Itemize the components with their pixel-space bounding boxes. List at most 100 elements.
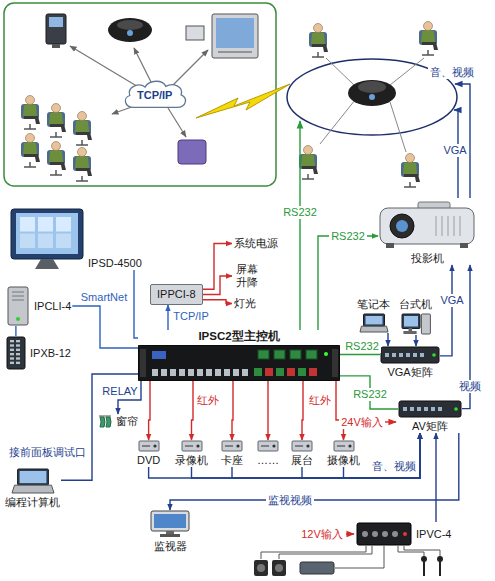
screen-icon-part (154, 514, 186, 528)
matrix-icon-part (420, 353, 424, 357)
matrix-icon-part (424, 407, 428, 411)
remote-meeting-ellipse-part (299, 146, 318, 180)
remote-meeting-ellipse-part (369, 94, 375, 100)
matrix-icon (398, 400, 462, 418)
conference-camera-icon (108, 18, 152, 42)
annotation: VGA (441, 144, 468, 157)
vc-icon (356, 522, 412, 546)
remote-meeting-ellipse-part-part (390, 102, 406, 152)
remote-meeting-ellipse-part (320, 58, 424, 152)
remote-meeting-ellipse (287, 22, 457, 188)
connector (232, 433, 420, 478)
conference-peripherals-part (275, 564, 283, 572)
matrix-icon-part (410, 407, 414, 411)
connector-label: 红外 (195, 394, 221, 407)
conference-peripherals-part (272, 560, 286, 576)
desktop-icon-part (421, 314, 430, 334)
node-label: DVD (136, 454, 161, 467)
av-source: 摄像机 (326, 440, 361, 467)
remote-terminal-icon-part (52, 44, 60, 48)
node-label: 投影机 (410, 252, 445, 265)
av-matrix: AV矩阵 (398, 400, 462, 433)
matrix-icon-part (392, 353, 396, 357)
device-icon (333, 440, 355, 452)
conference-peripherals-part (257, 564, 265, 572)
meeting-room-people-part (47, 104, 66, 138)
device-icon-part (258, 441, 278, 451)
remote-terminal-icon (46, 14, 66, 48)
device-icon-part (261, 446, 269, 447)
connector-label: 监视视频 (266, 494, 314, 507)
matrix-icon-part (381, 347, 439, 363)
laptop: 笔记本 (356, 298, 391, 333)
annotation: 音、视频 (428, 66, 476, 79)
connector (192, 433, 421, 478)
relay-output: 灯光 (232, 296, 258, 311)
connector (149, 381, 150, 440)
desktop-icon (401, 313, 431, 335)
keypad-icon-part (10, 340, 14, 342)
vc-icon-part (372, 531, 378, 537)
controller-rack-part (170, 369, 176, 376)
remote-meeting-ellipse-part-part (390, 58, 424, 85)
node-label: IPSC2型主控机 (198, 330, 279, 343)
node-label: 台式机 (398, 298, 433, 311)
vc-icon-part (382, 531, 388, 537)
meeting-room-people-part (73, 112, 92, 146)
connector (149, 433, 420, 478)
connector (134, 270, 138, 338)
device-icon-part (139, 441, 159, 451)
node-label: 展台 (290, 454, 314, 467)
meeting-room-people-part (21, 96, 40, 130)
device-icon-part (236, 444, 239, 447)
conference-peripherals-part (254, 560, 268, 576)
curtain-icon-part (100, 417, 105, 427)
monitor-icon-part (35, 259, 59, 269)
conference-camera-icon-part (127, 30, 133, 36)
controller-rack-part (140, 349, 146, 377)
node-label: TCP/IP (137, 89, 172, 102)
monitor-icon-part (20, 217, 35, 232)
keypad: IPXB-12 (6, 336, 72, 370)
monitor: 监视器 (150, 510, 190, 553)
conference-peripherals-part-part (261, 546, 366, 559)
matrix-icon-part (399, 401, 461, 417)
device-icon (138, 440, 160, 452)
tower-icon-part (16, 317, 20, 321)
conference-peripherals (254, 546, 443, 576)
controller-rack-part (276, 368, 284, 376)
remote-terminal-icon-part (49, 17, 63, 27)
av-source: DVD (136, 440, 161, 467)
connector-label: VGA (438, 294, 465, 307)
node-label: 摄像机 (326, 454, 361, 467)
conference-peripherals-part (437, 556, 443, 562)
codec-box-icon (178, 140, 206, 164)
network-panel (4, 3, 276, 186)
curtain-icon (98, 414, 112, 428)
keypad-icon-part (16, 353, 20, 355)
connector-label: 音、视频 (370, 460, 418, 473)
device-icon-part (337, 446, 345, 447)
tower-icon-part (12, 300, 24, 301)
device-icon (221, 440, 243, 452)
signal-wires-part (455, 84, 470, 198)
projector-icon-part (380, 208, 474, 244)
connector (435, 433, 436, 522)
projector-icon-part (442, 216, 443, 236)
signal-wires-part (346, 533, 354, 534)
vc-icon-part (362, 531, 368, 537)
keypad-icon-part (16, 349, 20, 351)
controller-rack-part (298, 368, 306, 376)
controller-rack-part (242, 369, 248, 376)
device-icon-part (225, 446, 233, 447)
meeting-room-people-part (21, 134, 40, 168)
keypad-icon-part (10, 362, 14, 364)
projector-icon (378, 198, 476, 250)
network-links-part (134, 48, 152, 84)
desktop-icon-part (403, 331, 416, 334)
device-icon-part (185, 446, 193, 447)
remote-meeting-ellipse-part (309, 24, 328, 58)
